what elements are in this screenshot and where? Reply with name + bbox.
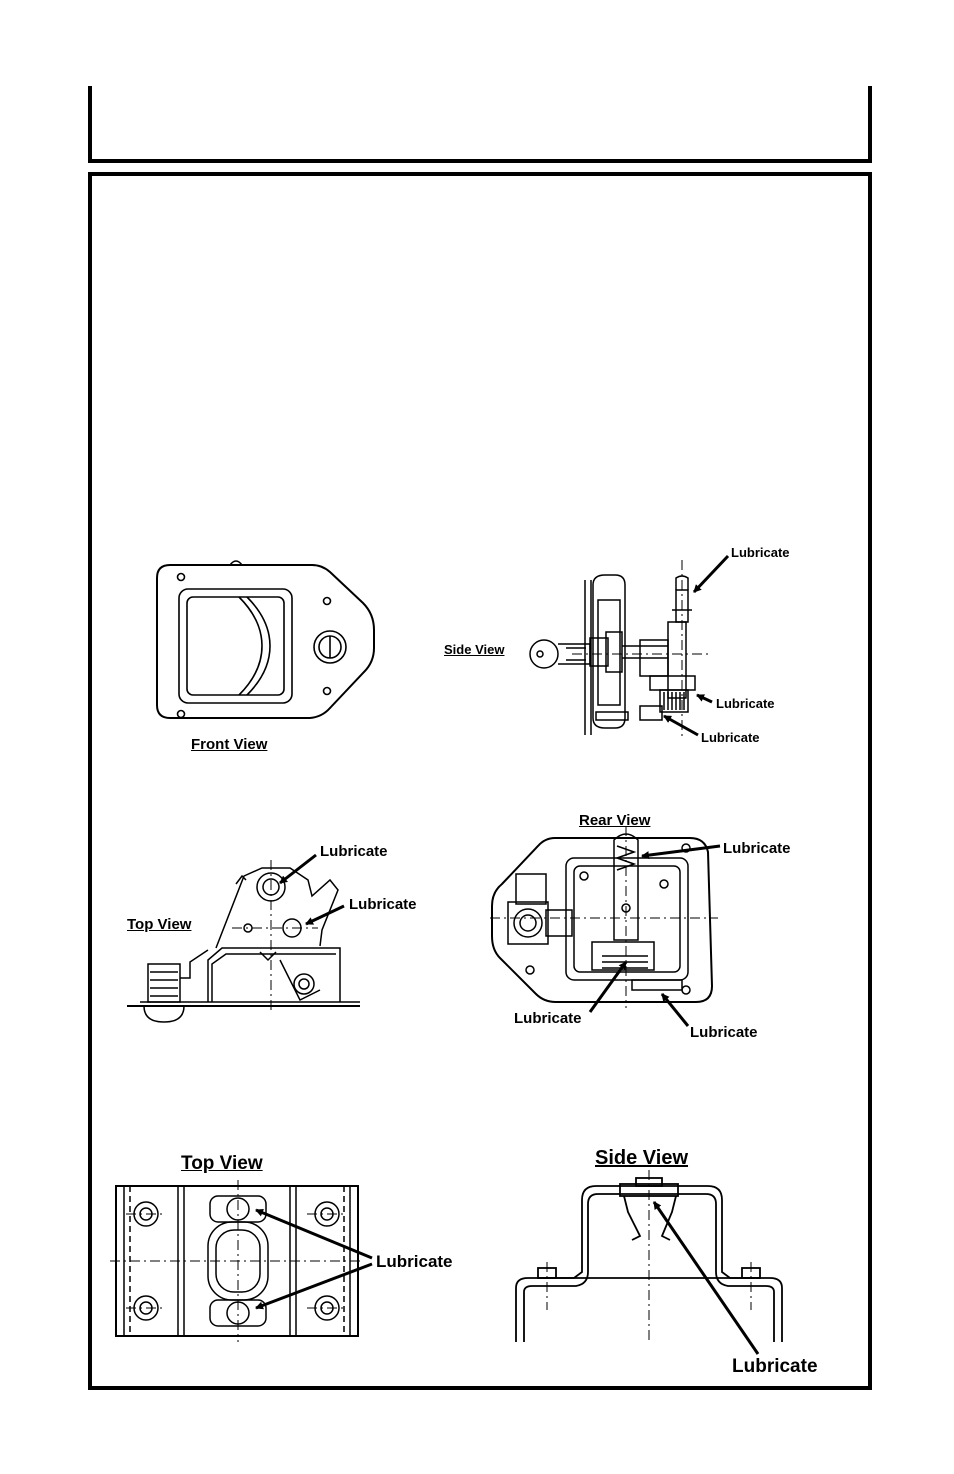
striker-side-view-title: Side View xyxy=(595,1148,688,1168)
latch-top-view-drawing xyxy=(127,860,360,1022)
side-view-lubricate-top-label: Lubricate xyxy=(731,546,790,559)
rear-view-title: Rear View xyxy=(579,813,650,828)
striker-side-view-drawing xyxy=(516,1170,782,1342)
latch-top-view-arrows xyxy=(280,855,344,924)
side-view-lubricate-bottom-label: Lubricate xyxy=(701,731,760,744)
striker-top-view-title: Top View xyxy=(181,1154,263,1173)
top-view-lubricate-upper-label: Lubricate xyxy=(320,844,388,859)
latch-rear-view-arrows xyxy=(590,846,720,1026)
striker-top-view-drawing xyxy=(110,1180,364,1342)
latch-side-view-drawing xyxy=(530,560,712,740)
top-view-lubricate-right-label: Lubricate xyxy=(349,897,417,912)
striker-top-view-lubricate-label: Lubricate xyxy=(376,1253,453,1270)
side-view-lubricate-mid-label: Lubricate xyxy=(716,697,775,710)
latch-rear-view-drawing xyxy=(490,826,718,1008)
latch-front-view-drawing xyxy=(157,561,374,718)
striker-side-view-lubricate-label: Lubricate xyxy=(732,1357,818,1376)
front-view-title: Front View xyxy=(191,737,267,752)
top-view-title: Top View xyxy=(127,917,191,932)
striker-top-view-arrows xyxy=(256,1210,372,1308)
rear-view-lubricate-right-label: Lubricate xyxy=(690,1025,758,1040)
rear-view-lubricate-top-label: Lubricate xyxy=(723,841,791,856)
rear-view-lubricate-left-label: Lubricate xyxy=(514,1011,582,1026)
side-view-title: Side View xyxy=(444,643,504,656)
